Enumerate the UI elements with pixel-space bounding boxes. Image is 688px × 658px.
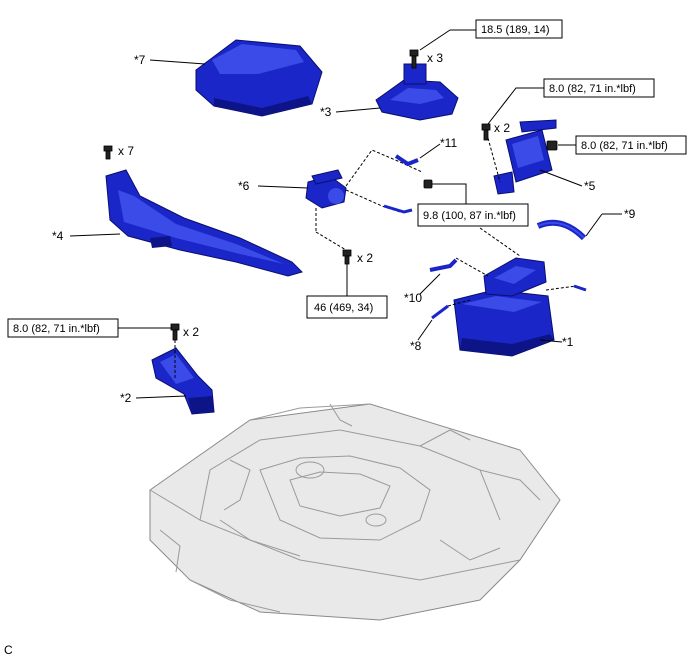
bolt-icon <box>342 249 352 265</box>
part-label-10: *10 <box>404 291 422 305</box>
engine-cover-part <box>195 39 323 117</box>
part-label-4: *4 <box>52 229 64 243</box>
part-label-2: *2 <box>120 391 132 405</box>
hose-part-11 <box>383 154 419 214</box>
leader-line-4 <box>69 233 121 237</box>
torque-box-1 <box>475 19 563 39</box>
module-part-6 <box>305 169 347 209</box>
leader-line-6 <box>257 185 309 189</box>
leader-line-10 <box>419 273 441 295</box>
engine-bay-illustration <box>149 403 561 621</box>
leader-line-torque-1 <box>419 29 451 51</box>
leader-line-torque-2 <box>487 87 544 125</box>
radiator-cover-part-4 <box>105 169 303 277</box>
torque-value-3: 8.0 (82, 71 in.*lbf) <box>581 140 668 152</box>
bracket-part-3 <box>375 63 459 121</box>
torque-value-5: 46 (469, 34) <box>314 302 373 314</box>
torque-box-2 <box>543 78 655 98</box>
quantity-label-3: x 3 <box>427 51 443 65</box>
dashed-guide-8 <box>447 299 471 307</box>
part-label-6: *6 <box>238 179 250 193</box>
part-label-11: *11 <box>440 136 457 150</box>
part-label-1: *1 <box>562 335 574 349</box>
torque-box-6 <box>7 318 119 338</box>
leader-line-8 <box>417 319 433 341</box>
hose-part-10 <box>429 258 458 272</box>
quantity-label-7: x 7 <box>118 144 134 158</box>
dashed-guide-5 <box>487 137 501 183</box>
part-label-3: *3 <box>320 105 332 119</box>
leader-line-9 <box>585 213 603 237</box>
sensor-part <box>573 284 587 292</box>
part-label-8: *8 <box>410 339 422 353</box>
air-cleaner-part-1 <box>453 257 555 357</box>
torque-value-2: 8.0 (82, 71 in.*lbf) <box>549 83 636 95</box>
torque-value-6: 8.0 (82, 71 in.*lbf) <box>13 323 100 335</box>
torque-value-1: 18.5 (189, 14) <box>481 24 550 36</box>
dashed-guide-9 <box>479 227 521 257</box>
torque-box-3 <box>575 135 687 155</box>
bolt-icon <box>481 123 491 141</box>
torque-box-5 <box>306 295 388 319</box>
quantity-label-center: x 2 <box>357 251 373 265</box>
leader-line-11 <box>419 143 441 159</box>
nut-icon <box>423 179 433 189</box>
figure-code: C <box>4 643 13 657</box>
torque-box-4 <box>417 203 529 227</box>
relay-block-part-5 <box>493 119 557 195</box>
intake-hose-part-9 <box>536 219 587 241</box>
bolt-icon <box>409 49 419 69</box>
torque-value-4: 9.8 (100, 87 in.*lbf) <box>423 210 516 222</box>
clip-icon <box>103 145 113 160</box>
part-label-9: *9 <box>624 207 636 221</box>
part-label-7: *7 <box>134 53 146 67</box>
bolt-icon <box>170 323 180 341</box>
leader-line-1 <box>539 339 563 343</box>
quantity-label-left: x 2 <box>183 325 199 339</box>
dashed-guide-10 <box>455 257 489 277</box>
quantity-label-upper: x 2 <box>494 121 510 135</box>
dashed-guide-6b <box>315 231 347 251</box>
leader-line-2 <box>135 395 187 399</box>
leader-line-5 <box>539 169 583 187</box>
leader-line-3 <box>335 107 381 113</box>
air-duct-part-2 <box>151 347 215 415</box>
dashed-guide-1 <box>545 285 577 291</box>
part-label-5: *5 <box>584 179 596 193</box>
leader-line-7 <box>149 59 206 65</box>
nut-icon <box>546 140 558 151</box>
leader-line-torque-4 <box>432 183 467 204</box>
hose-part-8 <box>431 304 449 320</box>
dashed-guide-harness <box>345 149 423 187</box>
